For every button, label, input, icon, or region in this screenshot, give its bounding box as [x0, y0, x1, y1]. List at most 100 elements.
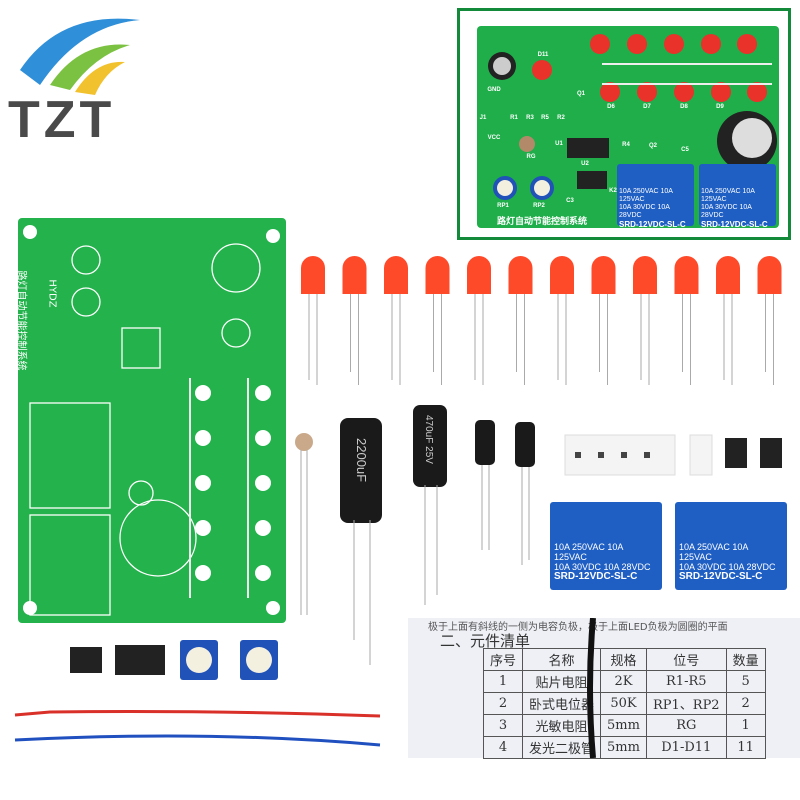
logo-text: TZT	[8, 91, 116, 149]
cell: 5	[725, 670, 766, 693]
silk-label-gnd: GND	[487, 87, 501, 93]
cell: 卧式电位器	[522, 692, 602, 715]
led-row	[301, 256, 782, 385]
cell: RG	[645, 714, 727, 737]
relay-model: SRD-12VDC-SL-C	[554, 571, 638, 582]
relay-model: SRD-12VDC-SL-C	[701, 220, 768, 229]
cell: 50K	[600, 692, 647, 715]
cell: R1-R5	[645, 670, 727, 693]
led	[633, 256, 657, 385]
silk-label-c5: C5	[681, 147, 689, 153]
col-header: 序号	[482, 648, 524, 671]
relay-rating-2: 10A 30VDC 10A 28VDC	[554, 562, 651, 572]
silk-label-rp2: RP2	[533, 203, 545, 209]
col-header: 数量	[725, 648, 766, 671]
relay-rating-2: 10A 30VDC 10A 28VDC	[679, 562, 776, 572]
cell: 1	[725, 714, 766, 737]
pcb-traces-icon	[23, 225, 280, 616]
cell: 发光二极管	[522, 736, 602, 759]
silk-label-rg: RG	[526, 154, 536, 160]
sheet-top-line: 极于上面有斜线的一侧为电容负极，极于上面LED负极为圆圈的平面	[428, 622, 728, 633]
cell: 2	[725, 692, 766, 715]
relay-rating-1: 10A 250VAC 10A 125VAC	[679, 542, 748, 562]
silk-label-c3: C3	[566, 198, 574, 204]
cell: 2K	[600, 670, 647, 693]
led	[757, 256, 782, 385]
cell: 1	[482, 670, 524, 693]
silk-label-d8: D8	[680, 104, 688, 110]
relay-rating-1: 10A 250VAC 10A 125VAC	[619, 188, 673, 203]
silk-label-rp1: RP1	[497, 203, 509, 209]
silk-label-r2: R2	[557, 115, 565, 121]
capacitor-2200uf: 2200uF	[340, 418, 382, 523]
cell: 3	[482, 714, 524, 737]
led	[301, 256, 325, 385]
silk-label-u2: U2	[581, 161, 589, 167]
cell: 贴片电阻	[522, 670, 602, 693]
cell: 4	[482, 736, 524, 759]
inset-components-icon	[488, 34, 777, 200]
led	[674, 256, 699, 385]
led	[591, 256, 616, 385]
cell: 11	[725, 736, 766, 759]
silk-label-d11: D11	[537, 52, 549, 58]
pcb-brand: HYDZ	[46, 279, 58, 308]
jumper-wires	[14, 710, 381, 747]
capacitor-470uf: 470uF 25V	[413, 405, 447, 487]
relay-rating-2: 10A 30VDC 10A 28VDC	[619, 204, 670, 219]
logo: TZT	[0, 0, 160, 160]
small-capacitors	[475, 420, 535, 565]
led	[342, 256, 367, 385]
silk-label-d6: D6	[607, 104, 615, 110]
inset-pcb: GND VCC J1 R1 R3 R5 R2 Q1 U1 U2 RG RP1 R…	[477, 26, 779, 229]
col-header: 规格	[600, 648, 647, 671]
relay-2: 10A 250VAC 10A 125VAC 10A 30VDC 10A 28VD…	[675, 502, 787, 590]
silk-label-vcc: VCC	[487, 135, 501, 141]
relay-rating-1: 10A 250VAC 10A 125VAC	[701, 188, 755, 203]
photoresistor	[295, 433, 313, 615]
silk-label-r3: R3	[526, 115, 534, 121]
pcb-title: 路灯自动节能控制系统	[15, 270, 27, 371]
silk-label-u1: U1	[555, 141, 563, 147]
col-header: 位号	[645, 648, 727, 671]
capacitor-label: 470uF 25V	[423, 415, 434, 464]
cell: 5mm	[600, 736, 647, 759]
main-pcb: HYDZ 路灯自动节能控制系统	[15, 218, 286, 623]
cell: 2	[482, 692, 524, 715]
smd-components	[564, 434, 782, 476]
silk-label-q1: Q1	[576, 91, 586, 97]
silk-label-r4: R4	[622, 142, 630, 148]
cell: 5mm	[600, 714, 647, 737]
capacitor-leads	[353, 520, 371, 665]
silk-label-d9: D9	[716, 104, 724, 110]
instruction-sheet: 极于上面有斜线的一侧为电容负极，极于上面LED负极为圆圈的平面 二、元件清单 序…	[408, 618, 800, 759]
cell: D1-D11	[645, 736, 727, 759]
capacitor-leads	[424, 485, 438, 605]
silk-label-r1: R1	[510, 115, 518, 121]
led	[550, 256, 574, 385]
relay-model: SRD-12VDC-SL-C	[619, 220, 686, 229]
silk-label-r5: R5	[541, 115, 549, 121]
silk-label-j1: J1	[479, 115, 487, 121]
silk-label-q2: Q2	[648, 143, 658, 149]
relay-1: 10A 250VAC 10A 125VAC 10A 30VDC 10A 28VD…	[550, 502, 662, 590]
silk-label-d7: D7	[643, 104, 651, 110]
cell: 光敏电阻	[522, 714, 602, 737]
inset-relay-1: 10A 250VAC 10A 125VAC 10A 30VDC 10A 28VD…	[617, 164, 694, 229]
inset-relay-2: 10A 250VAC 10A 125VAC 10A 30VDC 10A 28VD…	[699, 164, 776, 229]
led	[384, 256, 408, 385]
led	[467, 256, 491, 385]
led	[425, 256, 450, 385]
rubber-band	[587, 618, 596, 758]
silk-label-k2: K2	[609, 188, 617, 194]
relay-model: SRD-12VDC-SL-C	[679, 571, 763, 582]
led	[508, 256, 533, 385]
cell: RP1、RP2	[645, 692, 727, 715]
relay-rating-2: 10A 30VDC 10A 28VDC	[701, 204, 752, 219]
logo-swoosh-icon	[20, 18, 140, 95]
led	[716, 256, 740, 385]
